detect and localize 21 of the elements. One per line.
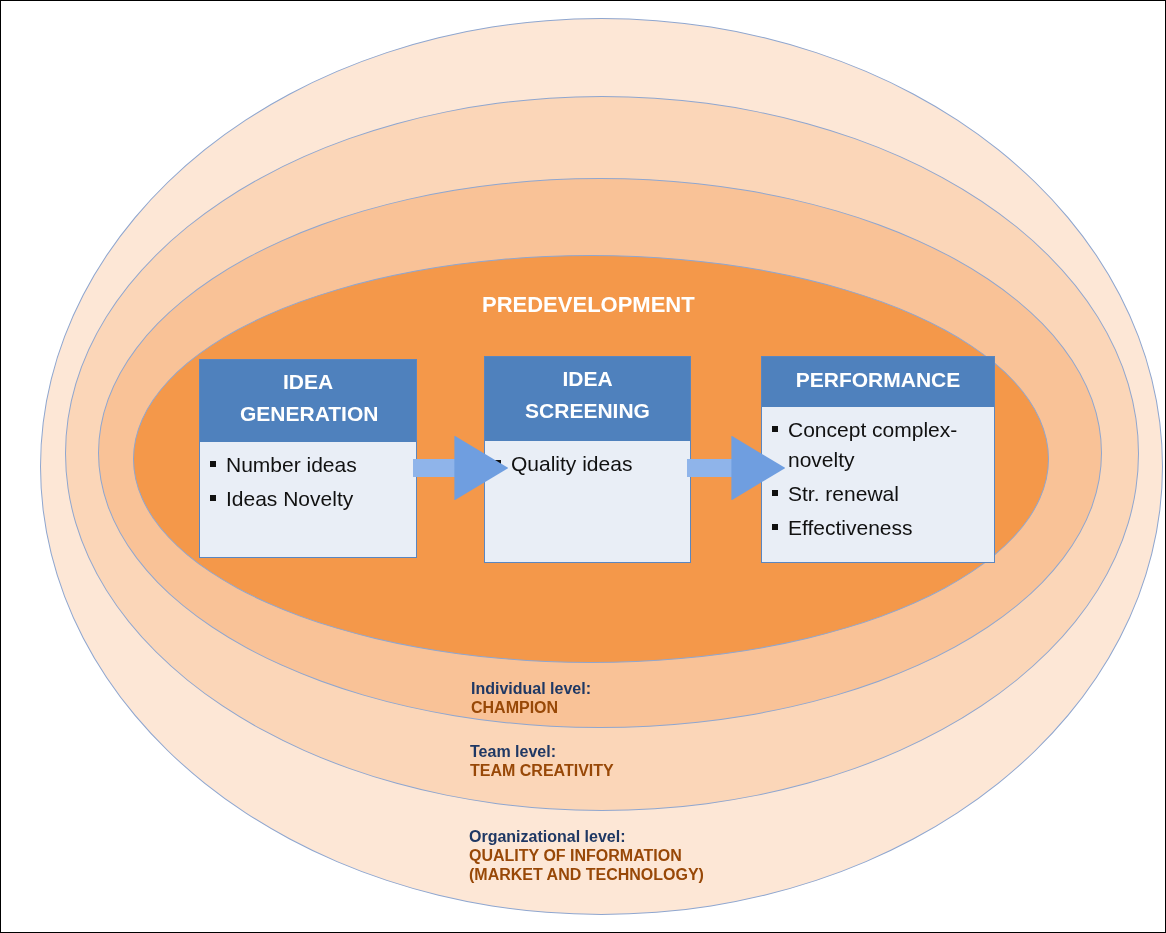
level-label: Organizational level: [469, 827, 627, 846]
box-heading: IDEA GENERATION [200, 360, 416, 442]
level-value: CHAMPION [471, 698, 560, 717]
arrow [413, 435, 509, 501]
box-heading: PERFORMANCE [762, 357, 994, 407]
level-value: TEAM CREATIVITY [470, 761, 615, 780]
stage-box [761, 356, 995, 563]
level-label: Team level: [470, 742, 557, 761]
bullet-item: Effectiveness [788, 515, 914, 541]
box-heading: IDEA SCREENING [485, 357, 690, 441]
bullet-item: Ideas Novelty [226, 486, 355, 512]
stage-box [199, 359, 417, 558]
stage-title: PREDEVELOPMENT [482, 292, 695, 318]
arrow [687, 435, 786, 501]
bullet-item: Str. renewal [788, 481, 900, 507]
bullet-item: Number ideas [226, 452, 358, 478]
level-value: QUALITY OF INFORMATION (MARKET AND TECHNOLOGY) [469, 846, 705, 884]
bullet-item: Concept complex-novelty [788, 417, 959, 473]
stage-box [484, 356, 691, 563]
bullet-item: Quality ideas [511, 451, 634, 477]
level-label: Individual level: [471, 679, 593, 698]
